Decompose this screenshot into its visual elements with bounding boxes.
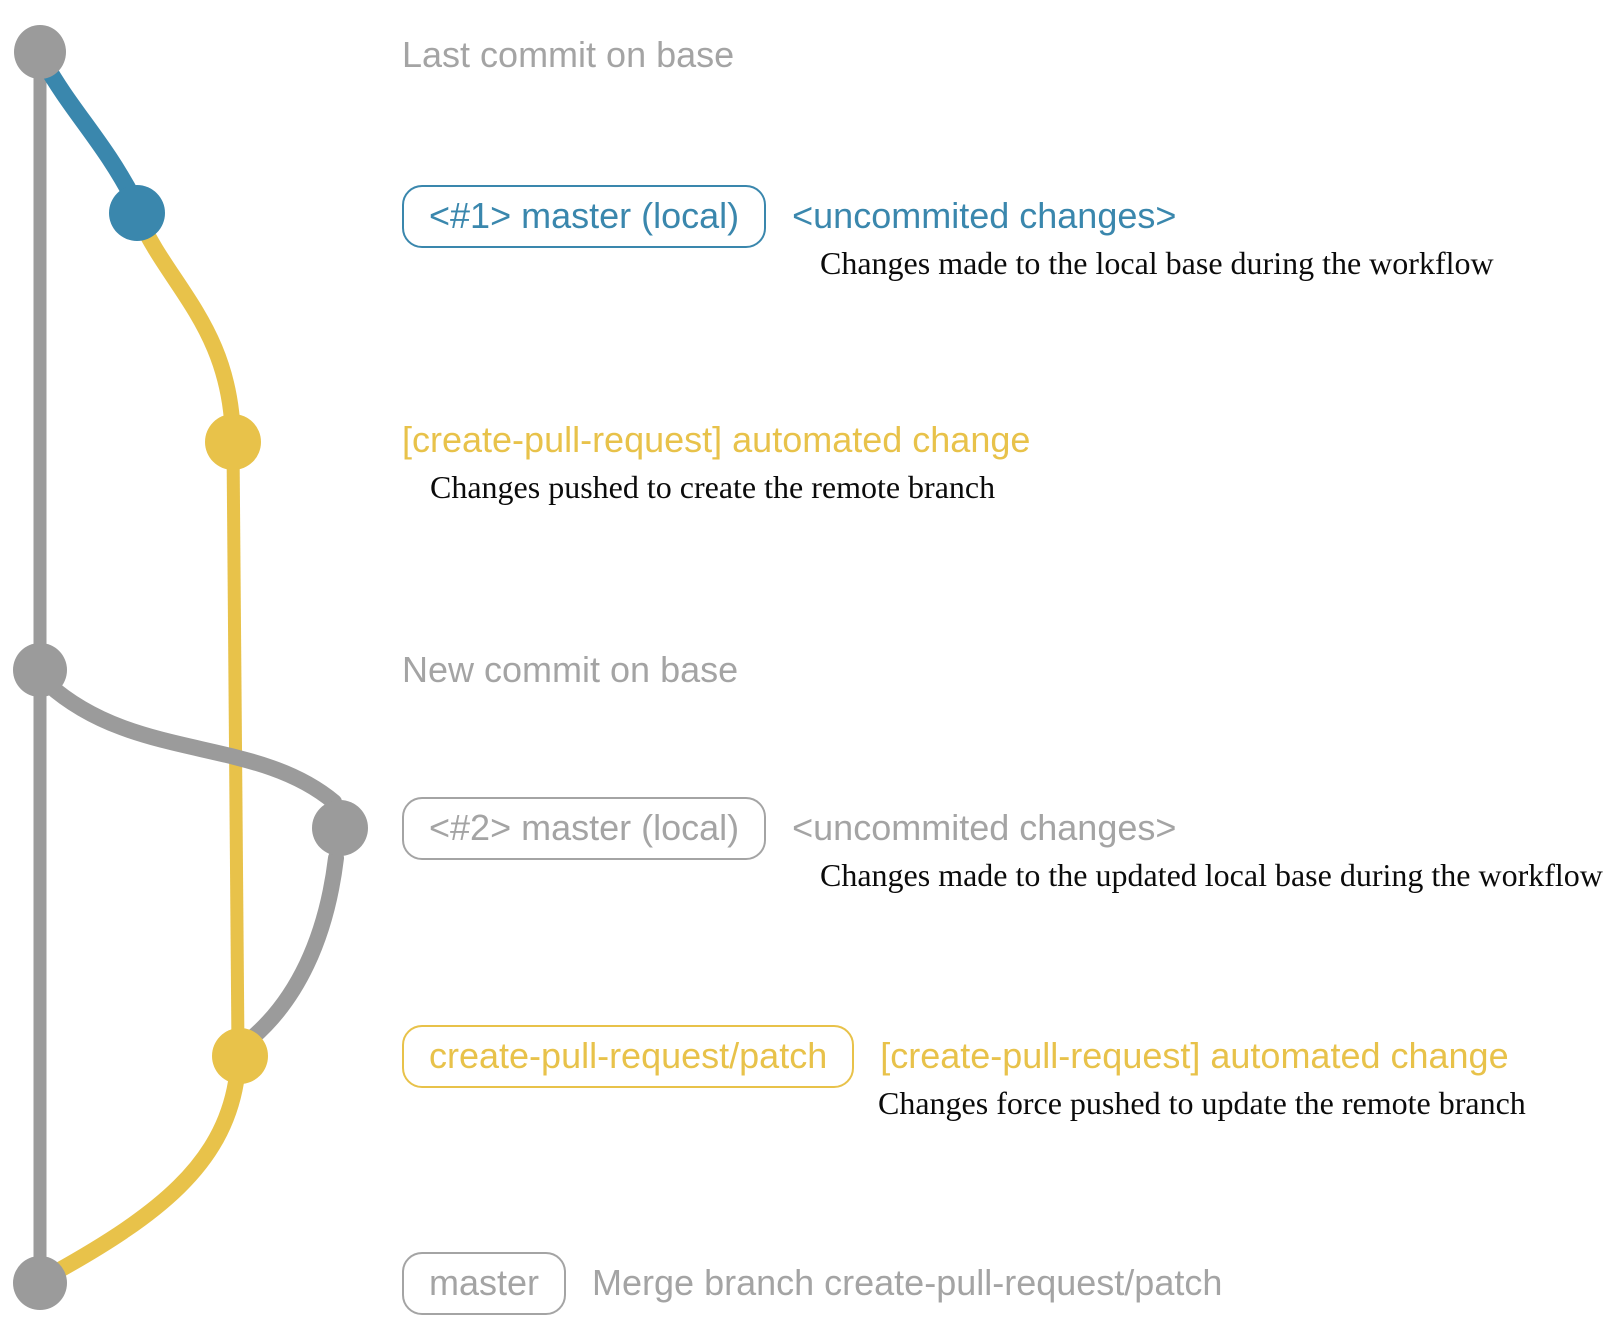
row-local-commit-2: <#2> master (local) <uncommited changes>	[402, 796, 1176, 860]
row-merge-commit: master Merge branch create-pull-request/…	[402, 1251, 1222, 1315]
branch-badge-master-local-2: <#2> master (local)	[402, 796, 767, 860]
row-last-commit-on-base: Last commit on base	[402, 23, 734, 87]
commit-description: Changes made to the local base during th…	[820, 245, 1494, 281]
commit-message: Merge branch create-pull-request/patch	[592, 1262, 1223, 1303]
commit-description: Changes pushed to create the remote bran…	[430, 469, 996, 505]
commit-message: [create-pull-request] automated change	[402, 419, 1031, 460]
branch-badge-create-pull-request-patch: create-pull-request/patch	[402, 1024, 855, 1088]
merge-into-base-curve	[48, 1074, 244, 1280]
commit-message: New commit on base	[402, 649, 739, 690]
commit-dot-patch-1	[205, 414, 261, 470]
commit-dot-patch-2	[212, 1028, 268, 1084]
commit-dot-local-1	[109, 185, 165, 241]
commit-description: Changes made to the updated local base d…	[820, 857, 1603, 893]
force-push-curve	[244, 850, 344, 1046]
row-patch-push-2: create-pull-request/patch [create-pull-r…	[402, 1024, 1509, 1088]
commit-dot-merge	[13, 1256, 67, 1310]
patch-branch-line	[226, 437, 245, 1057]
commit-dot-new-base	[13, 643, 67, 697]
row-local-commit-1: <#1> master (local) <uncommited changes>	[402, 184, 1176, 248]
commit-message: <uncommited changes>	[792, 195, 1177, 236]
branch-badge-master: master	[402, 1251, 567, 1315]
commit-dot-local-2	[312, 800, 368, 856]
commit-message: [create-pull-request] automated change	[880, 1035, 1509, 1076]
commit-message: <uncommited changes>	[792, 807, 1177, 848]
patch-branch-1-curve	[131, 210, 241, 452]
row-patch-push-1: [create-pull-request] automated change	[402, 408, 1030, 472]
commit-description: Changes force pushed to update the remot…	[878, 1085, 1526, 1121]
branch-badge-master-local-1: <#1> master (local)	[402, 184, 767, 248]
git-graph	[13, 25, 368, 1310]
local-branch-2-curve	[40, 676, 342, 810]
local-branch-1-curve	[35, 53, 143, 209]
commit-message: Last commit on base	[402, 34, 735, 75]
commit-dot-last-base	[14, 25, 66, 79]
row-new-commit-on-base: New commit on base	[402, 638, 738, 702]
